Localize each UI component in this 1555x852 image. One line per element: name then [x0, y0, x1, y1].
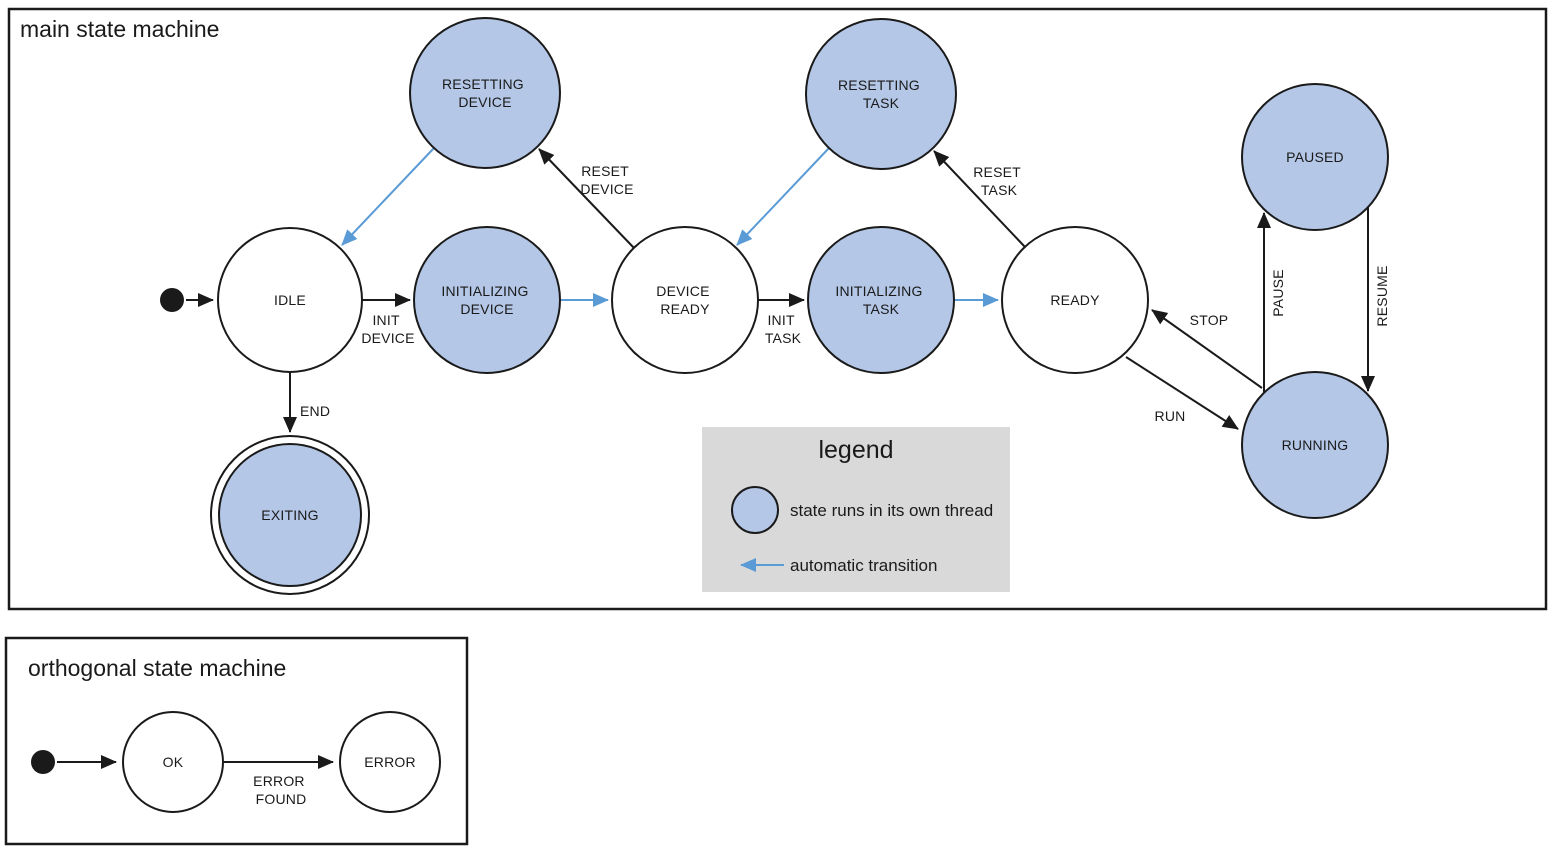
transition-ready-to-resetting-task: [933, 150, 1026, 248]
orthogonal-machine-frame: [4, 636, 469, 846]
state-idle: IDLE: [217, 227, 363, 373]
state-label: INITIALIZING TASK: [835, 283, 926, 317]
transition-label-resume: RESUME: [1374, 265, 1390, 326]
state-resetting-task: RESETTING TASK: [805, 18, 957, 170]
transition-label-stop: STOP: [1190, 312, 1229, 328]
transition-label-end: END: [300, 403, 330, 419]
state-device-ready: DEVICE READY: [611, 226, 759, 374]
state-label: RUNNING: [1282, 437, 1349, 453]
state-ok: OK: [122, 711, 224, 813]
state-label: PAUSED: [1286, 149, 1344, 165]
legend-thread-state-icon: [731, 486, 779, 534]
state-resetting-device: RESETTING DEVICE: [409, 17, 561, 169]
transition-label-reset-task: RESET TASK: [973, 164, 1025, 198]
transition-label-init-task: INIT TASK: [765, 312, 802, 346]
legend-box: legend state runs in its own thread auto…: [702, 427, 1010, 592]
auto-transition-resetting-task-to-device-ready: [736, 147, 830, 246]
transition-label-reset-device: RESET DEVICE: [580, 163, 633, 197]
state-initializing-device: INITIALIZING DEVICE: [413, 226, 561, 374]
state-label: RESETTING DEVICE: [442, 76, 528, 110]
state-running: RUNNING: [1241, 371, 1389, 519]
state-ready: READY: [1001, 226, 1149, 374]
transition-ready-to-running: [1125, 356, 1239, 430]
state-exiting-final: EXITING: [210, 435, 370, 595]
auto-transition-resetting-device-to-idle: [341, 147, 435, 246]
legend-auto-transition-label: automatic transition: [790, 556, 937, 575]
state-label: DEVICE READY: [656, 283, 713, 317]
main-machine-frame: [7, 7, 1548, 611]
initial-state-dot-main: [160, 288, 184, 312]
state-label: EXITING: [261, 507, 318, 523]
main-machine-title: main state machine: [20, 16, 219, 42]
state-label: ERROR: [364, 754, 416, 770]
initial-state-dot-orthogonal: [31, 750, 55, 774]
state-initializing-task: INITIALIZING TASK: [807, 226, 955, 374]
state-label: OK: [163, 754, 184, 770]
transition-device-ready-to-resetting-device: [538, 148, 635, 249]
state-error: ERROR: [339, 711, 441, 813]
state-label: INITIALIZING DEVICE: [441, 283, 532, 317]
state-label: RESETTING TASK: [838, 77, 924, 111]
transition-label-error-found: ERROR FOUND: [253, 773, 309, 807]
state-label: READY: [1050, 292, 1100, 308]
transition-label-pause: PAUSE: [1270, 269, 1286, 316]
transition-label-init-device: INIT DEVICE: [361, 312, 414, 346]
orthogonal-machine-title: orthogonal state machine: [28, 655, 286, 681]
legend-title: legend: [818, 436, 893, 464]
state-label: IDLE: [274, 292, 306, 308]
transition-label-run: RUN: [1155, 408, 1186, 424]
legend-thread-state-label: state runs in its own thread: [790, 501, 993, 520]
transition-running-to-ready: [1151, 309, 1263, 389]
state-paused: PAUSED: [1241, 83, 1389, 231]
